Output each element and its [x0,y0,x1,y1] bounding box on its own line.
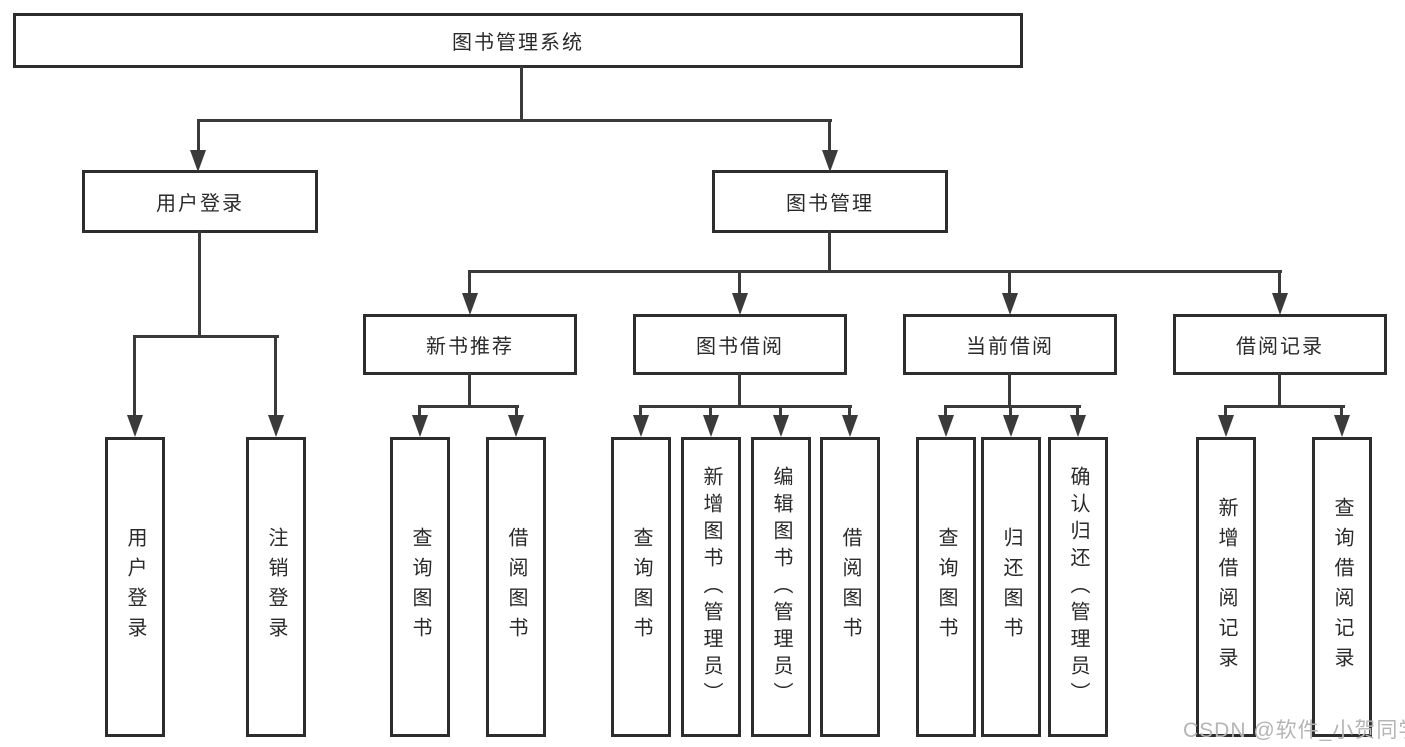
node-book-borrow-label: 图书借阅 [696,336,784,358]
leaf-query-books-label: 查询图书 [630,527,652,647]
connector-line [418,405,519,408]
connector-line [779,405,782,418]
leaf-borrow-books-label: 借阅图书 [505,527,527,647]
arrowhead-icon [633,415,649,437]
node-user-login-label: 用户登录 [156,193,244,215]
arrowhead-icon [1218,415,1234,437]
leaf-query-borrow-record: 查询借阅记录 [1312,437,1372,737]
connector-line [197,119,200,152]
connector-line [274,335,277,417]
leaf-confirm-return-admin: 确认归还（管理员） [1048,437,1108,737]
arrowhead-icon [190,150,206,172]
connector-line [738,373,741,407]
connector-line [468,373,471,407]
watermark: CSDN @软件_小贺同学 [1183,719,1405,742]
leaf-query-books-label: 查询图书 [409,527,431,647]
arrowhead-icon [268,415,284,437]
connector-line [1009,405,1012,418]
connector-line [515,405,518,418]
connector-line [1224,405,1345,408]
node-user-login: 用户登录 [82,170,318,233]
arrowhead-icon [773,415,789,437]
leaf-query-books: 查询图书 [390,437,450,737]
node-new-book-recommend-label: 新书推荐 [426,336,514,358]
leaf-query-books-label: 查询图书 [935,527,957,647]
connector-line [738,270,741,295]
connector-line [1340,405,1343,418]
leaf-query-borrow-record-label: 查询借阅记录 [1331,497,1353,677]
connector-line [639,405,642,418]
leaf-user-login: 用户登录 [105,437,165,737]
arrowhead-icon [1272,293,1288,315]
arrowhead-icon [1070,415,1086,437]
leaf-edit-books-admin-label: 编辑图书（管理员） [770,465,792,709]
node-book-management: 图书管理 [712,170,948,233]
connector-line [709,405,712,418]
leaf-add-books-admin: 新增图书（管理员） [681,437,741,737]
node-new-book-recommend: 新书推荐 [363,314,577,375]
connector-line [848,405,851,418]
connector-line [944,405,1081,408]
leaf-return-books: 归还图书 [981,437,1041,737]
node-current-borrow-label: 当前借阅 [966,336,1054,358]
node-root: 图书管理系统 [13,13,1023,68]
leaf-query-books: 查询图书 [916,437,976,737]
arrowhead-icon [508,415,524,437]
connector-line [828,119,831,152]
arrowhead-icon [1334,415,1350,437]
leaf-add-books-admin-label: 新增图书（管理员） [700,465,722,709]
leaf-logout-label: 注销登录 [265,527,287,647]
leaf-borrow-books: 借阅图书 [820,437,880,737]
connector-line [133,335,136,417]
leaf-logout: 注销登录 [246,437,306,737]
arrowhead-icon [732,293,748,315]
leaf-borrow-books: 借阅图书 [486,437,546,737]
arrowhead-icon [703,415,719,437]
connector-line [133,335,279,338]
node-current-borrow: 当前借阅 [903,314,1117,375]
node-borrow-records-label: 借阅记录 [1236,336,1324,358]
connector-line [520,66,523,122]
node-root-label: 图书管理系统 [452,32,584,54]
connector-line [1278,373,1281,407]
connector-line [1008,373,1011,407]
connector-line [468,270,471,295]
arrowhead-icon [127,415,143,437]
connector-line [944,405,947,418]
leaf-edit-books-admin: 编辑图书（管理员） [751,437,811,737]
arrowhead-icon [938,415,954,437]
leaf-add-borrow-record: 新增借阅记录 [1196,437,1256,737]
arrowhead-icon [842,415,858,437]
connector-line [418,405,421,418]
arrowhead-icon [412,415,428,437]
connector-line [197,119,832,122]
arrowhead-icon [1002,293,1018,315]
leaf-add-borrow-record-label: 新增借阅记录 [1215,497,1237,677]
leaf-query-books: 查询图书 [611,437,671,737]
connector-line [1278,270,1281,295]
connector-line [639,405,852,408]
connector-line [1008,270,1011,295]
connector-line [198,231,201,337]
arrowhead-icon [462,293,478,315]
leaf-return-books-label: 归还图书 [1000,527,1022,647]
node-book-management-label: 图书管理 [786,193,874,215]
node-borrow-records: 借阅记录 [1173,314,1387,375]
node-book-borrow: 图书借阅 [633,314,847,375]
leaf-borrow-books-label: 借阅图书 [839,527,861,647]
connector-line [1076,405,1079,418]
connector-line [828,231,831,272]
leaf-user-login-label: 用户登录 [124,527,146,647]
arrowhead-icon [1003,415,1019,437]
leaf-confirm-return-admin-label: 确认归还（管理员） [1067,465,1089,709]
arrowhead-icon [822,150,838,172]
connector-line [468,270,1282,273]
connector-line [1224,405,1227,418]
